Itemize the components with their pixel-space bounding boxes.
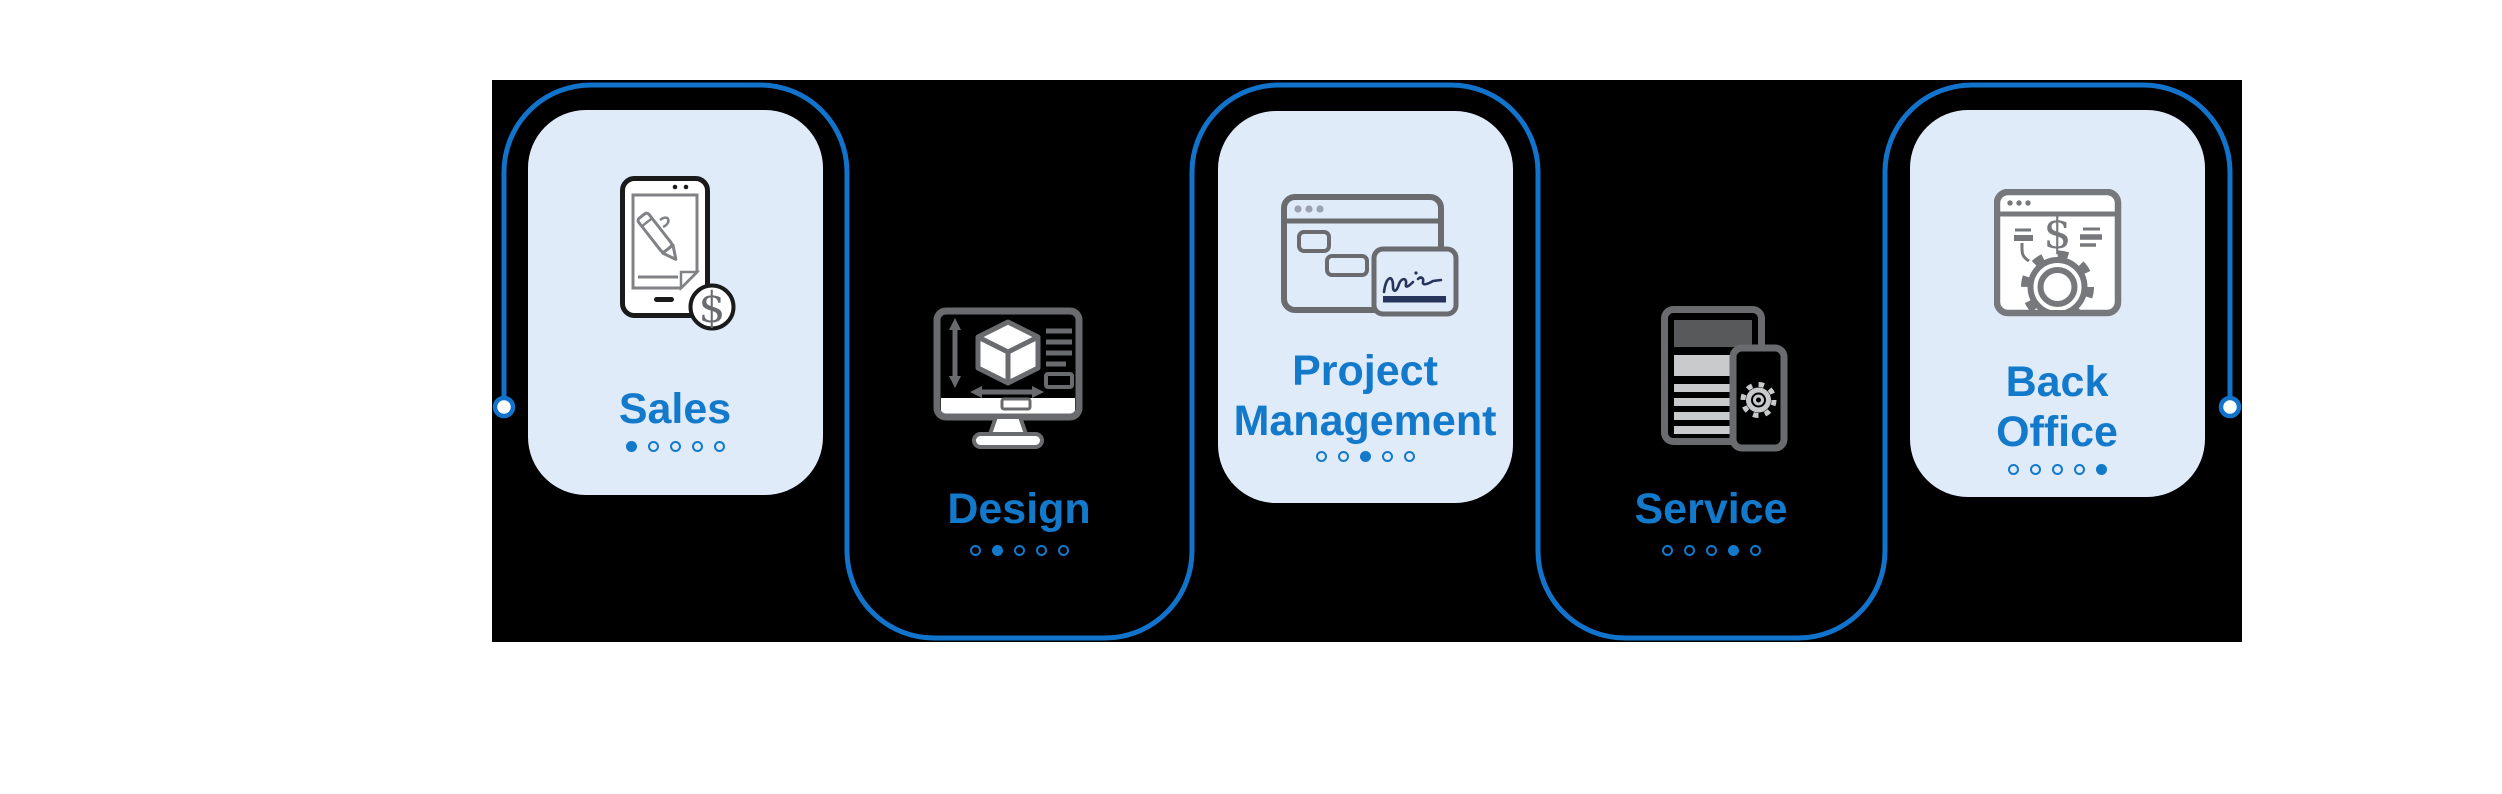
progress-dot (969, 545, 981, 556)
progress-dot (2029, 464, 2041, 475)
monitor-3d-cube-icon (933, 307, 1083, 449)
stage-label-line: Project (1292, 347, 1438, 395)
stage-label-line: Management (1233, 397, 1497, 445)
stage-label-service: Service (1531, 484, 1891, 534)
progress-dots-design (939, 545, 1099, 556)
progress-dot (2007, 464, 2019, 475)
progress-dot (1705, 545, 1717, 556)
progress-dot (2073, 464, 2085, 475)
dollar-glyph: $ (699, 283, 726, 332)
progress-dot (669, 441, 681, 452)
progress-dot (1683, 545, 1695, 556)
progress-dot (647, 441, 659, 452)
stage-label-line: Service (1634, 485, 1788, 533)
progress-dot (1013, 545, 1025, 556)
stage-label-design: Design (839, 484, 1199, 534)
worklist-phone-gear-icon (1661, 306, 1788, 452)
progress-dot (1749, 545, 1761, 556)
progress-dot (1035, 545, 1047, 556)
stage-label-sales: Sales (495, 384, 855, 434)
progress-dots-project-management (1285, 451, 1445, 462)
window-tasks-signature-icon (1281, 194, 1459, 317)
progress-dot (1315, 451, 1327, 462)
progress-dots-sales (595, 441, 755, 452)
progress-dot (691, 441, 703, 452)
stage-label-back-office: Back Office (1877, 357, 2237, 457)
gear-icon (2021, 250, 2094, 310)
stage-label-line: Office (1996, 408, 2118, 456)
progress-dots-back-office (1977, 464, 2137, 475)
progress-dot-active (625, 441, 637, 452)
stage-label-line: Design (947, 485, 1091, 533)
progress-dot-active (1727, 545, 1739, 556)
progress-dot (2051, 464, 2063, 475)
progress-dot (1057, 545, 1069, 556)
progress-dot-active (2095, 464, 2107, 475)
dollar-glyph: $ (2044, 208, 2072, 259)
stage-label-project-management: Project Management (1185, 346, 1545, 446)
stage-label-line: Sales (618, 385, 732, 433)
progress-dot (1403, 451, 1415, 462)
progress-dot (1381, 451, 1393, 462)
progress-dot (1661, 545, 1673, 556)
stage-label-line: Back (2005, 358, 2109, 406)
signature-phone-dollar-icon: $ (620, 176, 736, 332)
progress-dots-service (1631, 545, 1791, 556)
progress-dot (713, 441, 725, 452)
invoice-window-gear-icon: $ (1994, 189, 2122, 317)
progress-dot-active (1359, 451, 1371, 462)
progress-dot-active (991, 545, 1003, 556)
progress-dot (1337, 451, 1349, 462)
